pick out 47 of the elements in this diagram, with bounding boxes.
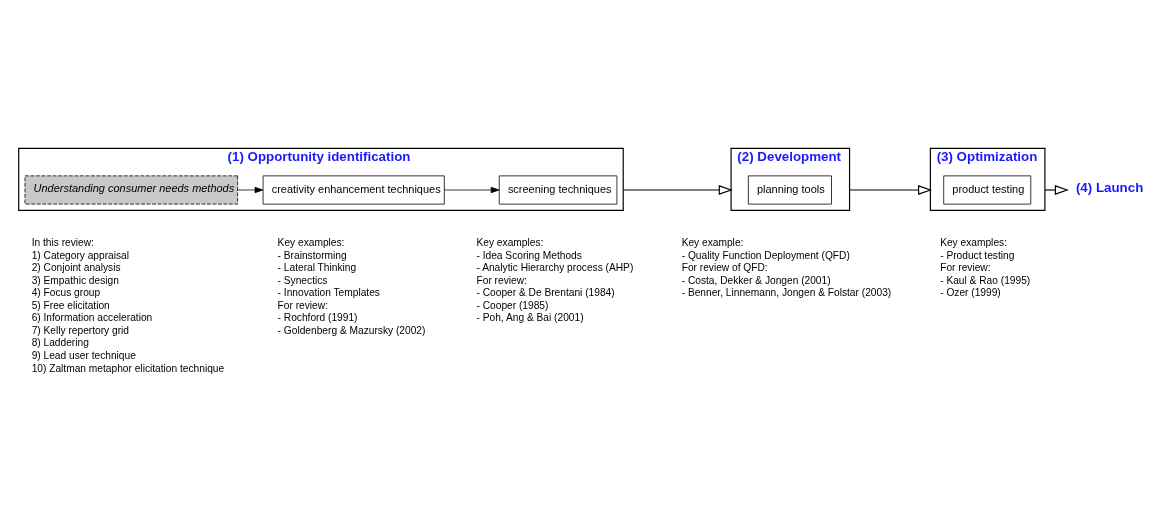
node-label: 2) Conjoint analysis <box>31 261 121 273</box>
node-label: For review of QFD: <box>681 261 768 273</box>
node-label: 5) Free elicitation <box>31 299 110 311</box>
node-box: product testing <box>943 175 1032 204</box>
node-label: - Cooper (1985) <box>476 299 549 311</box>
node-label: - Innovation Templates <box>277 286 380 298</box>
node-label: Key example: <box>681 236 744 248</box>
node-label: - Product testing <box>940 249 1015 261</box>
node-label: 1) Category appraisal <box>31 249 130 261</box>
node-label: Key examples: <box>940 236 1007 248</box>
node-box: screening techniques <box>498 175 618 204</box>
node-label: - Costa, Dekker & Jongen (2001) <box>681 274 831 286</box>
arrow <box>848 184 933 195</box>
node-label: - Cooper & De Brentani (1984) <box>476 286 615 298</box>
node-box: creativity enhancement techniques <box>262 175 445 204</box>
arrow <box>1044 184 1069 195</box>
node-label: - Lateral Thinking <box>277 261 357 273</box>
node-label: 7) Kelly repertory grid <box>31 324 130 336</box>
node-label: For review: <box>277 299 328 311</box>
node-label: 6) Information acceleration <box>31 311 153 323</box>
node-label: For review: <box>940 261 991 273</box>
node-box: planning tools <box>747 175 832 204</box>
node-label: 8) Laddering <box>31 336 89 348</box>
node-label: - Idea Scoring Methods <box>476 249 582 261</box>
node-box: Understanding consumer needs methods <box>24 175 238 204</box>
arrow <box>622 184 733 195</box>
node-label: For review: <box>476 274 527 286</box>
node-label: - Analytic Hierarchy process (AHP) <box>476 261 634 273</box>
node-label: - Ozer (1999) <box>940 286 1001 298</box>
node-label: - Brainstorming <box>277 249 347 261</box>
arrow <box>443 186 500 193</box>
node-label: In this review: <box>31 236 94 248</box>
node-label: - Synectics <box>277 274 328 286</box>
node-label: - Kaul & Rao (1995) <box>940 274 1031 286</box>
node-label: - Rochford (1991) <box>277 311 358 323</box>
node-label: 3) Empathic design <box>31 274 119 286</box>
node-label: - Poh, Ang & Bai (2001) <box>476 311 584 323</box>
node-label: - Goldenberg & Mazursky (2002) <box>277 324 426 336</box>
node-label: - Quality Function Deployment (QFD) <box>681 249 850 261</box>
node-text: (4) Launch <box>1075 179 1144 195</box>
arrow <box>237 186 264 193</box>
node-label: Key examples: <box>476 236 544 248</box>
node-label: - Benner, Linnemann, Jongen & Folstar (2003) <box>681 286 892 298</box>
node-label: Key examples: <box>277 236 345 248</box>
node-label: 4) Focus group <box>31 286 101 298</box>
node-label: 10) Zaltman metaphor elicitation technique <box>31 362 225 374</box>
node-label: 9) Lead user technique <box>31 349 136 361</box>
